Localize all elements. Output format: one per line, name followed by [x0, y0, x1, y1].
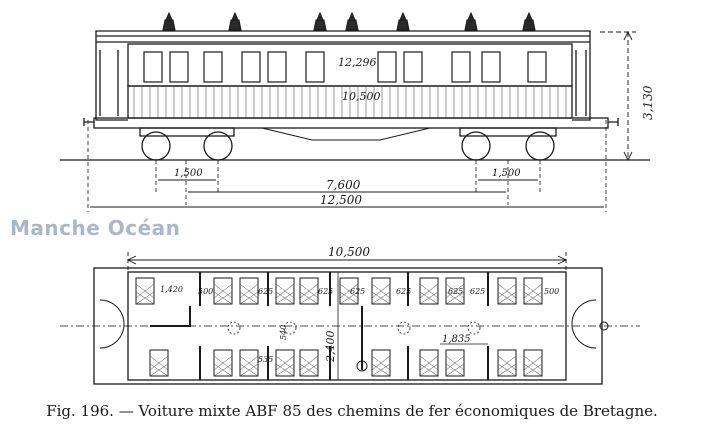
dim-overall-length: 12,500: [320, 193, 362, 207]
bogie-left: [139, 127, 235, 161]
seat-hatching: [135, 283, 543, 377]
partitions: [150, 272, 489, 380]
dim-625-e: 625: [448, 287, 463, 296]
dim-upper-height: 12,296: [338, 56, 377, 69]
dim-total-height: 3,130: [641, 85, 655, 120]
bogie-right: [459, 127, 557, 161]
dim-1420: 1,420: [160, 285, 183, 294]
dim-bogie-centers: 7,600: [326, 178, 361, 192]
dim-bogie-left: 1,500: [174, 168, 203, 179]
dim-bogie-right: 1,500: [492, 168, 521, 179]
dim-1835: 1,835: [442, 334, 471, 345]
dim-body-length: 10,500: [328, 245, 370, 259]
brake-wheel: [356, 360, 368, 372]
dim-535: 535: [258, 355, 273, 364]
dim-625-f: 625: [470, 287, 485, 296]
side-elevation: [60, 11, 650, 212]
dim-540: 540: [279, 325, 288, 340]
dim-500-left: 500: [198, 287, 213, 296]
dim-625-d: 625: [396, 287, 411, 296]
roof-lamps: [162, 11, 536, 31]
dim-625-a: 625: [258, 287, 273, 296]
plan-view: [60, 252, 640, 385]
underframe: [93, 117, 609, 129]
seats: [135, 277, 543, 377]
dim-625-c: 625: [350, 287, 365, 296]
dim-width: 2,400: [324, 331, 337, 364]
dim-500-right: 500: [544, 287, 559, 296]
height-dimension: [600, 30, 636, 162]
platform-right: [572, 42, 591, 121]
buffers: [83, 118, 619, 126]
watermark: Manche Océan: [10, 216, 181, 240]
platform-left: [95, 42, 128, 121]
end-doors: [99, 299, 609, 349]
dim-lower-height: 10,500: [342, 90, 381, 103]
dim-625-b: 625: [318, 287, 333, 296]
figure-caption: Fig. 196. — Voiture mixte ABF 85 des che…: [46, 402, 658, 420]
windows: [143, 51, 547, 83]
panel-lines: [133, 86, 567, 118]
lamp-positions: [227, 321, 481, 335]
